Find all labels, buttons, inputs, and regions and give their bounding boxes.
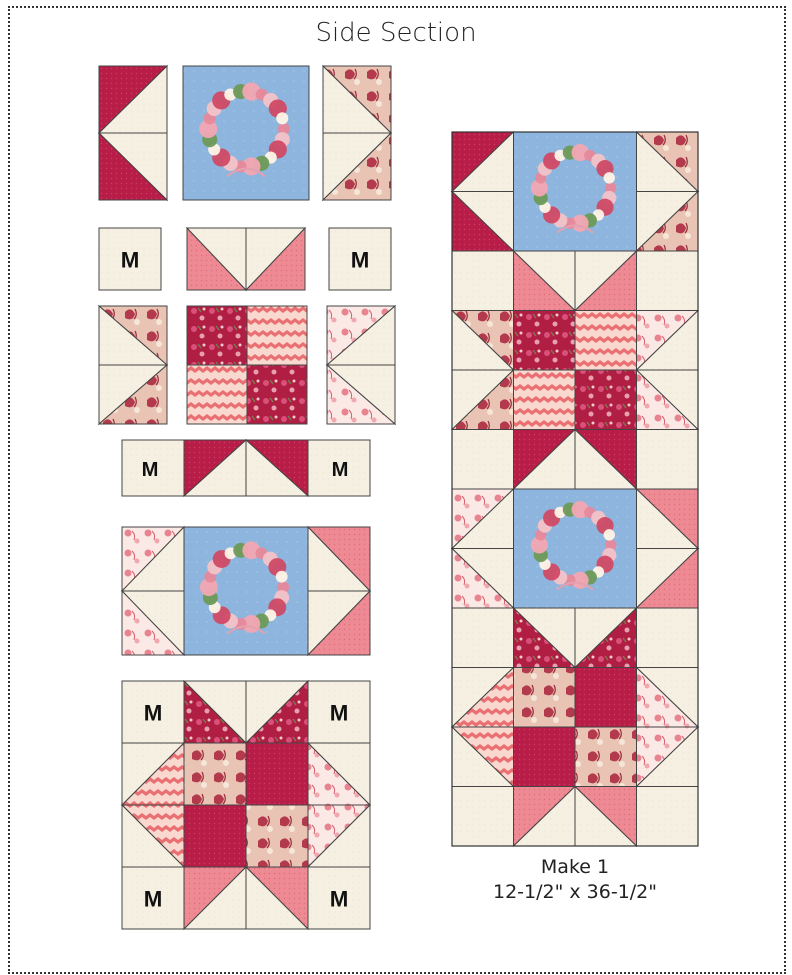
unit-center-row — [99, 306, 395, 424]
square-patch — [246, 743, 308, 805]
square-patch — [514, 668, 576, 728]
square-patch — [246, 805, 308, 867]
square-patch — [187, 365, 247, 424]
m-marker: M — [144, 701, 163, 726]
m-marker: M — [330, 887, 349, 912]
square-patch — [452, 430, 514, 490]
finished-size: 12-1/2" x 36-1/2" — [452, 881, 698, 903]
square-patch — [637, 430, 699, 490]
square-patch — [575, 311, 637, 371]
square-patch — [514, 727, 576, 787]
m-marker: M — [121, 248, 140, 273]
unit-star-block: M M M M — [122, 681, 370, 929]
square-patch — [452, 608, 514, 668]
square-patch — [637, 787, 699, 847]
square-patch — [247, 365, 307, 424]
m-marker: M — [330, 701, 349, 726]
square-patch — [452, 787, 514, 847]
square-patch — [637, 251, 699, 311]
square-patch — [514, 311, 576, 371]
m-marker: M — [332, 459, 349, 481]
square-patch — [575, 370, 637, 430]
m-marker: M — [144, 887, 163, 912]
m-marker: M — [351, 248, 370, 273]
unit-top-row — [99, 66, 391, 200]
unit-wreath-row — [122, 527, 370, 655]
square-patch — [452, 251, 514, 311]
square-patch — [187, 306, 247, 365]
square-patch — [637, 608, 699, 668]
square-patch — [247, 306, 307, 365]
m-marker: M — [142, 459, 159, 481]
square-patch — [184, 743, 246, 805]
square-patch — [184, 805, 246, 867]
square-patch — [575, 727, 637, 787]
section-title: Side Section — [0, 18, 792, 48]
make-count: Make 1 — [452, 856, 698, 878]
square-patch — [575, 668, 637, 728]
assembled-side-section — [452, 132, 698, 846]
square-patch — [514, 370, 576, 430]
